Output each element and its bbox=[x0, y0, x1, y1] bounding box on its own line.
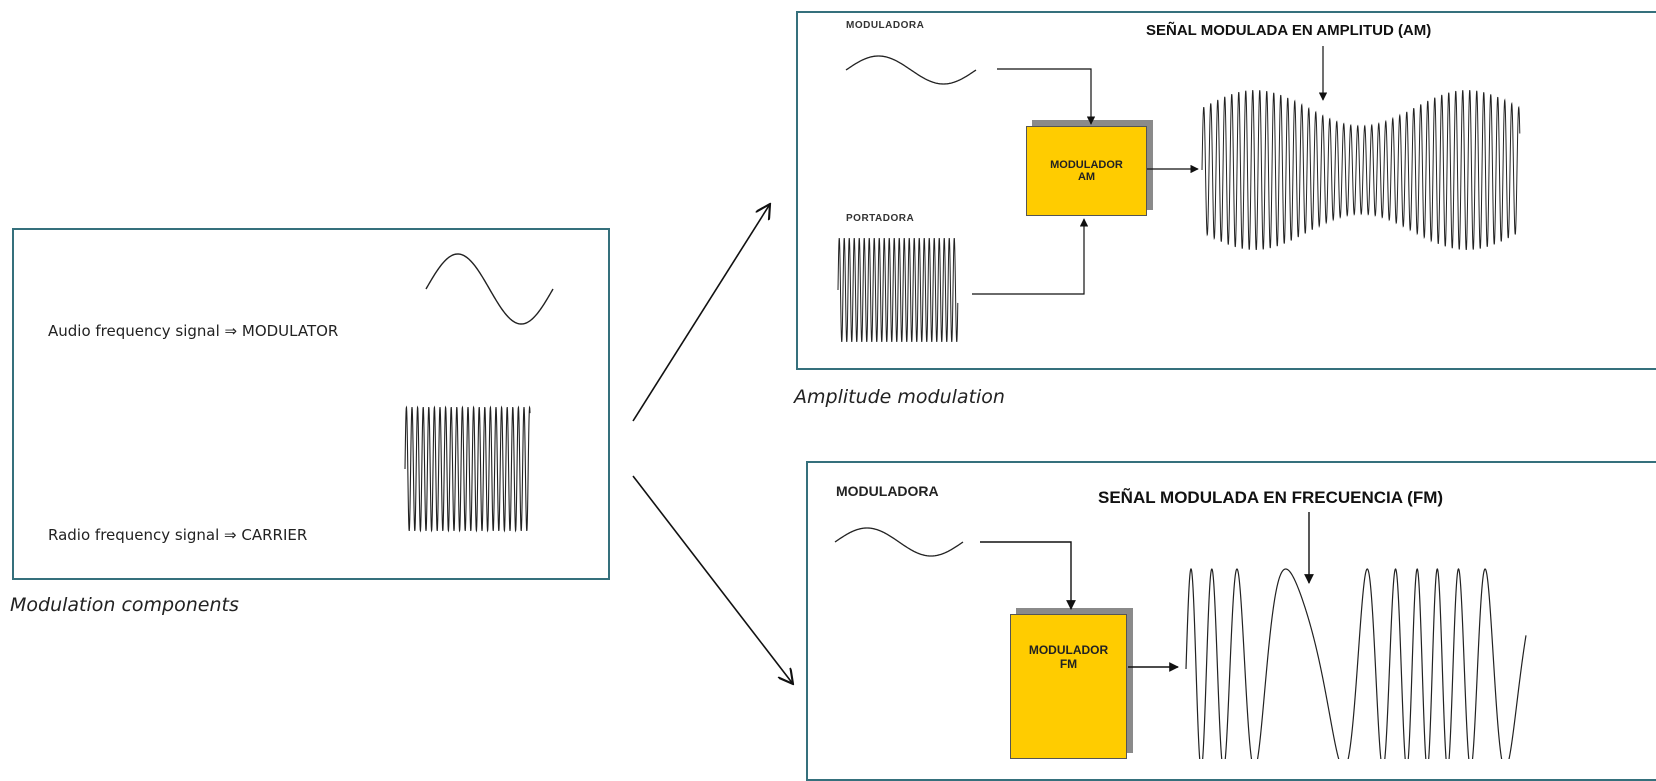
fm-moduladora-label: MODULADORA bbox=[836, 483, 939, 499]
fm-box-line2: FM bbox=[1059, 656, 1078, 671]
radio-signal-label: Radio frequency signal ⇒ CARRIER bbox=[48, 526, 308, 544]
am-moduladora-label: MODULADORA bbox=[846, 20, 925, 31]
audio-signal-label: Audio frequency signal ⇒ MODULATOR bbox=[48, 322, 339, 340]
am-box-line1: MODULADOR bbox=[1050, 159, 1123, 171]
am-portadora-label: PORTADORA bbox=[846, 213, 915, 224]
arrow-to-fm bbox=[632, 475, 793, 684]
fm-modulator-box: MODULADOR FM bbox=[1010, 614, 1127, 759]
arrow-to-am bbox=[632, 204, 770, 422]
am-caption: Amplitude modulation bbox=[794, 386, 1005, 408]
components-caption: Modulation components bbox=[10, 594, 239, 616]
am-modulator-box: MODULADOR AM bbox=[1026, 126, 1147, 216]
fm-box-line1: MODULADOR bbox=[1028, 642, 1109, 657]
fm-diagram-panel bbox=[806, 461, 1656, 781]
am-box-line2: AM bbox=[1077, 171, 1096, 183]
fm-title: SEÑAL MODULADA EN FRECUENCIA (FM) bbox=[1098, 488, 1444, 507]
am-diagram-panel bbox=[796, 11, 1656, 370]
am-title: SEÑAL MODULADA EN AMPLITUD (AM) bbox=[1146, 22, 1432, 39]
